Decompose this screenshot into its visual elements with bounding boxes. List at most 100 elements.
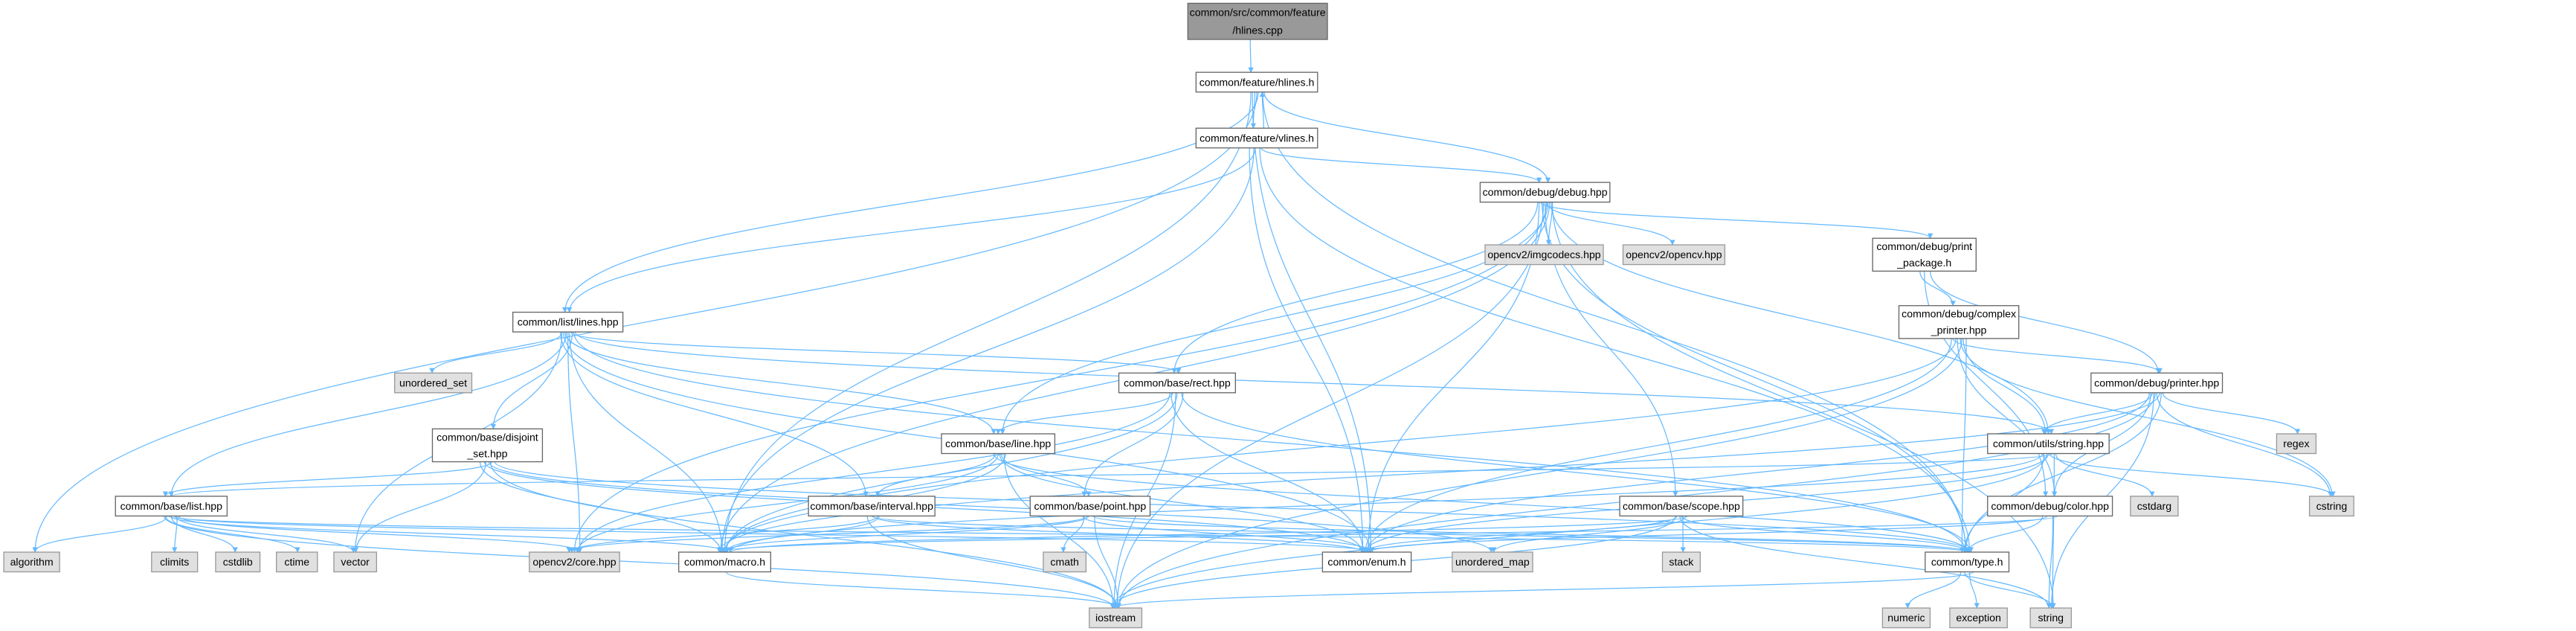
node-list-lines[interactable]: common/list/lines.hpp: [512, 311, 624, 333]
node-interval[interactable]: common/base/interval.hpp: [808, 496, 936, 517]
edge-vlines-to-hlines: [1259, 91, 1265, 129]
node-print-package[interactable]: common/debug/print_package.h: [1872, 237, 1977, 272]
node-cstdarg[interactable]: cstdarg: [2130, 496, 2179, 517]
edge-debug-to-enum: [1365, 202, 1540, 553]
node-box: [1195, 71, 1318, 93]
node-box: [151, 551, 199, 573]
node-label: string: [2038, 612, 2064, 624]
node-unordered-set[interactable]: unordered_set: [394, 372, 473, 394]
node-unordered-map[interactable]: unordered_map: [1452, 551, 1533, 573]
edge-list_lines-to-unordered_set: [429, 331, 563, 374]
node-box: [1622, 244, 1726, 266]
edge-utils_string-to-string: [2049, 453, 2055, 609]
node-box: [1118, 372, 1236, 394]
edge-debug-to-rect: [1171, 202, 1539, 374]
node-opencv[interactable]: opencv2/opencv.hpp: [1622, 244, 1726, 266]
node-label: cstdlib: [223, 556, 253, 568]
edge-color-to-macro: [719, 515, 2058, 553]
node-box: [512, 311, 624, 333]
node-label: common/debug/complex: [1902, 308, 2016, 320]
node-printer[interactable]: common/debug/printer.hpp: [2090, 372, 2224, 394]
node-label: common/feature/vlines.h: [1200, 132, 1314, 144]
edge-debug-to-print_package: [1540, 202, 1933, 239]
node-box: [276, 551, 318, 573]
node-ctime[interactable]: ctime: [276, 551, 318, 573]
node-vlines[interactable]: common/feature/vlines.h: [1195, 127, 1318, 149]
edge-list_lines-to-utils_string: [574, 331, 2054, 435]
node-imgcodecs[interactable]: opencv2/imgcodecs.hpp: [1484, 244, 1604, 266]
edge-printer-to-regex: [2162, 392, 2301, 435]
node-label: common/base/disjoint: [437, 431, 538, 443]
edge-color-to-enum: [1367, 515, 2048, 553]
node-label: _set.hpp: [466, 447, 507, 459]
edge-printer-to-enum: [1364, 392, 2150, 553]
edge-complex_printer-to-color: [1957, 338, 2058, 497]
node-disjoint-set[interactable]: common/base/disjoint _set.hpp: [431, 428, 544, 463]
edge-printer-to-utils_string: [2041, 392, 2153, 435]
node-box: [1195, 127, 1318, 149]
node-cmath[interactable]: cmath: [1043, 551, 1087, 573]
node-exception[interactable]: exception: [1949, 607, 2008, 629]
node-point[interactable]: common/base/point.hpp: [1029, 496, 1151, 517]
node-iostream[interactable]: iostream: [1089, 607, 1143, 629]
node-utils-string[interactable]: common/utils/string.hpp: [1987, 433, 2110, 455]
node-box: [1089, 607, 1143, 629]
edge-complex_printer-to-utils_string: [1962, 338, 2049, 435]
edge-list_lines-to-interval: [560, 332, 869, 497]
edge-root-to-hlines: [1248, 39, 1254, 73]
edge-print_package-to-complex_printer: [1919, 271, 1956, 307]
edge-type-to-iostream: [1112, 571, 1974, 609]
node-label: exception: [1956, 612, 2000, 624]
node-climits[interactable]: climits: [151, 551, 199, 573]
node-vector[interactable]: vector: [333, 551, 378, 573]
node-type[interactable]: common/type.h: [1925, 551, 2010, 573]
edge-list_lines-to-disjoint_set: [490, 332, 573, 430]
node-label: common/base/scope.hpp: [1623, 500, 1740, 512]
nodes-layer: common/src/common/feature/hlines.cppcomm…: [3, 2, 2354, 629]
edge-disjoint_set-to-unordered_map: [488, 461, 1494, 553]
node-label: common/list/lines.hpp: [518, 316, 619, 328]
node-label: common/src/common/feature: [1190, 6, 1326, 18]
edges-layer: [32, 39, 2336, 609]
node-label: common/debug/printer.hpp: [2094, 377, 2219, 388]
node-stack[interactable]: stack: [1661, 551, 1701, 573]
node-label: common/base/point.hpp: [1034, 500, 1147, 512]
node-rect[interactable]: common/base/rect.hpp: [1118, 372, 1236, 394]
node-box: [431, 428, 544, 463]
node-color[interactable]: common/debug/color.hpp: [1987, 496, 2113, 517]
node-macro[interactable]: common/macro.h: [678, 551, 772, 573]
node-line[interactable]: common/base/line.hpp: [941, 433, 1056, 455]
node-numeric[interactable]: numeric: [1881, 607, 1931, 629]
node-algorithm[interactable]: algorithm: [3, 551, 60, 573]
node-label: common/type.h: [1931, 556, 2003, 568]
edge-print_package-to-printer: [1930, 271, 2161, 374]
node-label: common/debug/print: [1876, 240, 1972, 252]
edge-type-to-numeric: [1904, 571, 1962, 609]
edge-rect-to-type: [1181, 392, 1973, 553]
edge-color-to-type: [1965, 516, 2044, 553]
node-box: [2090, 372, 2224, 394]
edge-interval-to-enum: [872, 515, 1366, 553]
node-core[interactable]: opencv2/core.hpp: [529, 551, 620, 573]
edge-debug-to-string: [1551, 202, 2056, 609]
edge-list-to-algorithm: [32, 516, 167, 553]
edge-hlines-to-macro: [721, 92, 1252, 553]
node-label: opencv2/opencv.hpp: [1626, 249, 1722, 260]
node-scope[interactable]: common/base/scope.hpp: [1619, 496, 1744, 517]
node-complex-printer[interactable]: common/debug/complex_printer.hpp: [1898, 305, 2020, 339]
edge-list_lines-to-list: [168, 332, 567, 497]
edge-line-to-interval: [875, 453, 996, 497]
node-hlines[interactable]: common/feature/hlines.h: [1195, 71, 1318, 93]
node-list[interactable]: common/base/list.hpp: [115, 496, 228, 517]
node-debug[interactable]: common/debug/debug.hpp: [1479, 182, 1611, 203]
node-enum[interactable]: common/enum.h: [1321, 551, 1412, 573]
node-regex[interactable]: regex: [2276, 433, 2317, 455]
node-cstring[interactable]: cstring: [2308, 496, 2354, 517]
node-cstdlib[interactable]: cstdlib: [215, 551, 261, 573]
node-box: [3, 551, 60, 573]
node-string[interactable]: string: [2029, 607, 2073, 629]
edge-point-to-type: [1092, 515, 1970, 553]
node-box: [1898, 305, 2020, 339]
node-root[interactable]: common/src/common/feature/hlines.cpp: [1187, 2, 1328, 40]
